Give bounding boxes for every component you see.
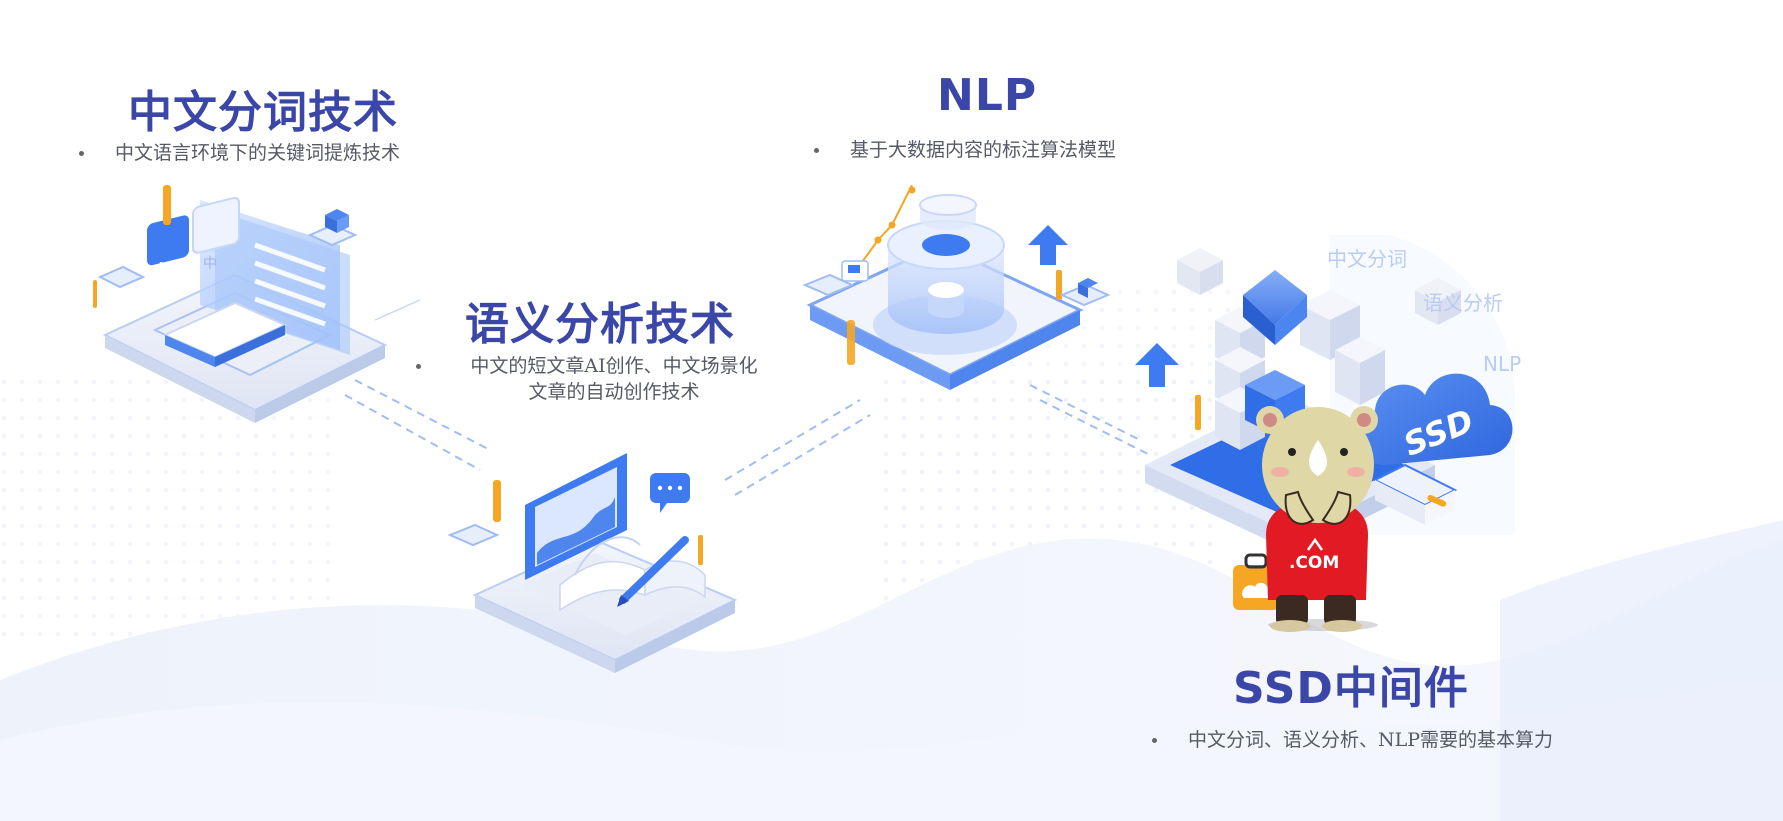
floating-label-nlp: NLP [1483,352,1522,376]
nlp-illustration [802,185,1111,390]
bullet-ssd: 中文分词、语义分析、NLP需要的基本算力 [1152,727,1554,753]
badge-letter-zh: 中 [203,256,217,272]
semantic-illustration [447,453,738,673]
bullet-segmentation: 中文语言环境下的关键词提炼技术 [79,140,401,166]
floating-label-segmentation: 中文分词 [1327,247,1407,271]
bullet-dot [814,148,819,153]
bullet-semantic-line2: 文章的自动创作技术 [528,381,700,403]
bullet-semantic: 中文的短文章AI创作、中文场景化 文章的自动创作技术 [416,353,776,405]
bullet-ssd-text: 中文分词、语义分析、NLP需要的基本算力 [1188,729,1554,751]
heading-ssd: SSD中间件 [1233,663,1469,714]
rhino-mascot: .COM [1233,406,1378,632]
badge-letter-a: A [155,259,168,280]
floating-label-semantic: 语义分析 [1423,291,1503,315]
bullet-nlp: 基于大数据内容的标注算法模型 [814,137,1117,163]
heading-nlp: NLP [937,70,1038,121]
bullet-dot [416,364,421,369]
segmentation-illustration: A 中 [93,185,388,423]
bullet-segmentation-text: 中文语言环境下的关键词提炼技术 [115,142,401,164]
heading-semantic: 语义分析技术 [465,299,735,350]
bullet-dot [79,151,84,156]
heading-segmentation: 中文分词技术 [128,87,398,138]
mascot-shirt-text: .COM [1289,553,1339,573]
bullet-nlp-text: 基于大数据内容的标注算法模型 [850,139,1117,161]
bullet-semantic-line1: 中文的短文章AI创作、中文场景化 [470,355,758,377]
bullet-dot [1152,738,1157,743]
